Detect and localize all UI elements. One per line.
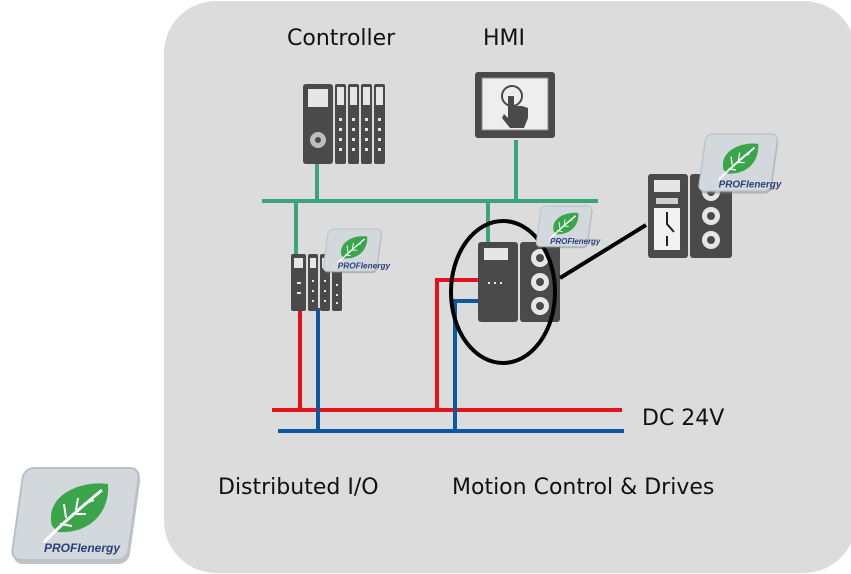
- hmi-touch-icon: [475, 72, 555, 138]
- distributed-io-label: Distributed I/O: [218, 475, 379, 500]
- profienergy-badge-drive: PROFIenergy: [535, 205, 601, 249]
- motor-starter-icon: [648, 174, 732, 258]
- connector-line: [558, 223, 648, 280]
- profienergy-badge-large: PROFIenergy: [9, 466, 143, 566]
- controller-icon: [303, 84, 385, 164]
- controller-label: Controller: [287, 26, 396, 51]
- power-line-blue: [278, 299, 624, 433]
- hmi-label: HMI: [483, 26, 525, 51]
- profienergy-badge-starter: PROFIenergy: [697, 133, 782, 195]
- profienergy-badge-io: PROFIenergy: [321, 228, 391, 274]
- profinet-network-lines: [262, 140, 598, 254]
- badge-label: PROFIenergy: [338, 262, 391, 271]
- badge-label: PROFIenergy: [44, 541, 121, 555]
- power-line-red: [272, 278, 622, 412]
- highlight-ellipse: [449, 219, 557, 365]
- dc-supply-label: DC 24V: [642, 406, 724, 431]
- badge-label: PROFIenergy: [550, 237, 601, 246]
- badge-label: PROFIenergy: [719, 179, 782, 190]
- motion-control-label: Motion Control & Drives: [452, 475, 714, 500]
